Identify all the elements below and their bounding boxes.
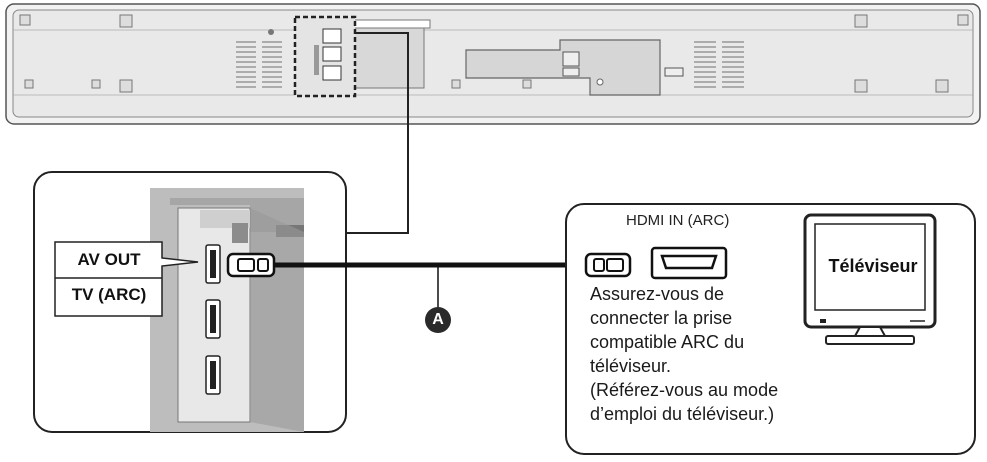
- connection-note: Assurez-vous de connecter la prise compa…: [590, 282, 830, 426]
- tv-icon: [803, 213, 937, 345]
- note-line: d’emploi du téléviseur.): [590, 404, 775, 424]
- tv-label: Téléviseur: [828, 256, 918, 276]
- note-line: connecter la prise: [590, 308, 733, 328]
- note-line: compatible ARC du: [590, 332, 745, 352]
- note-line: téléviseur.: [590, 356, 672, 376]
- cable-marker: A: [425, 307, 451, 333]
- hdmi-in-label: HDMI IN (ARC): [626, 212, 730, 229]
- note-line: (Référez-vous au mode: [590, 380, 779, 400]
- port-label-av-out: AV OUT: [77, 250, 141, 269]
- tv-connection-box: [565, 203, 976, 455]
- soundbar-rear-panel: [5, 3, 981, 125]
- port-label-tv-arc: TV (ARC): [71, 285, 147, 304]
- callout-line: [345, 32, 409, 234]
- note-line: Assurez-vous de: [590, 284, 725, 304]
